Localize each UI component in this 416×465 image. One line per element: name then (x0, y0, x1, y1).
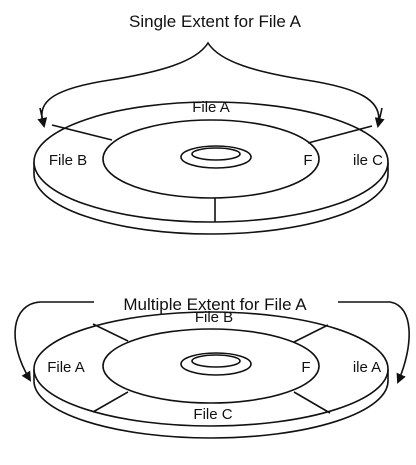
label-file-a-left: File A (47, 359, 85, 376)
sector-divider-upper-left (92, 323, 129, 342)
label-file-b: File B (49, 152, 87, 169)
label-file-c: File C (193, 406, 232, 423)
multi-extent-bracket-right (338, 301, 410, 384)
label-file-c-inner: F (303, 152, 312, 169)
platter-hub (180, 145, 252, 169)
label-file-a-outer: ile A (353, 359, 381, 376)
multiple-extent-diagram: Multiple Extent for File A File B File A… (14, 295, 410, 439)
single-extent-diagram: Single Extent for File A File A File B F… (33, 12, 389, 235)
platter-hub-hole (191, 354, 241, 368)
label-file-a: File A (192, 99, 230, 116)
single-extent-brace (41, 41, 380, 126)
single-platter (33, 101, 389, 235)
label-file-b: File B (195, 309, 233, 326)
multiple-extent-title: Multiple Extent for File A (123, 295, 307, 314)
sector-divider-right (307, 125, 373, 144)
sector-divider-lower-right (293, 391, 331, 414)
platter-hub-hole (191, 147, 241, 161)
multi-extent-bracket-left (14, 301, 94, 382)
multiple-platter (33, 311, 389, 439)
sector-divider-left (51, 124, 113, 141)
sector-divider-lower-left (92, 391, 129, 413)
label-file-c-outer: ile C (353, 152, 383, 169)
brace-arrow-right (374, 107, 385, 128)
brace-arrow-left (37, 107, 48, 128)
label-file-a-inner: F (301, 359, 310, 376)
single-extent-title: Single Extent for File A (129, 12, 302, 31)
sector-divider-upper-right (293, 324, 329, 343)
platter-hub (180, 352, 252, 376)
